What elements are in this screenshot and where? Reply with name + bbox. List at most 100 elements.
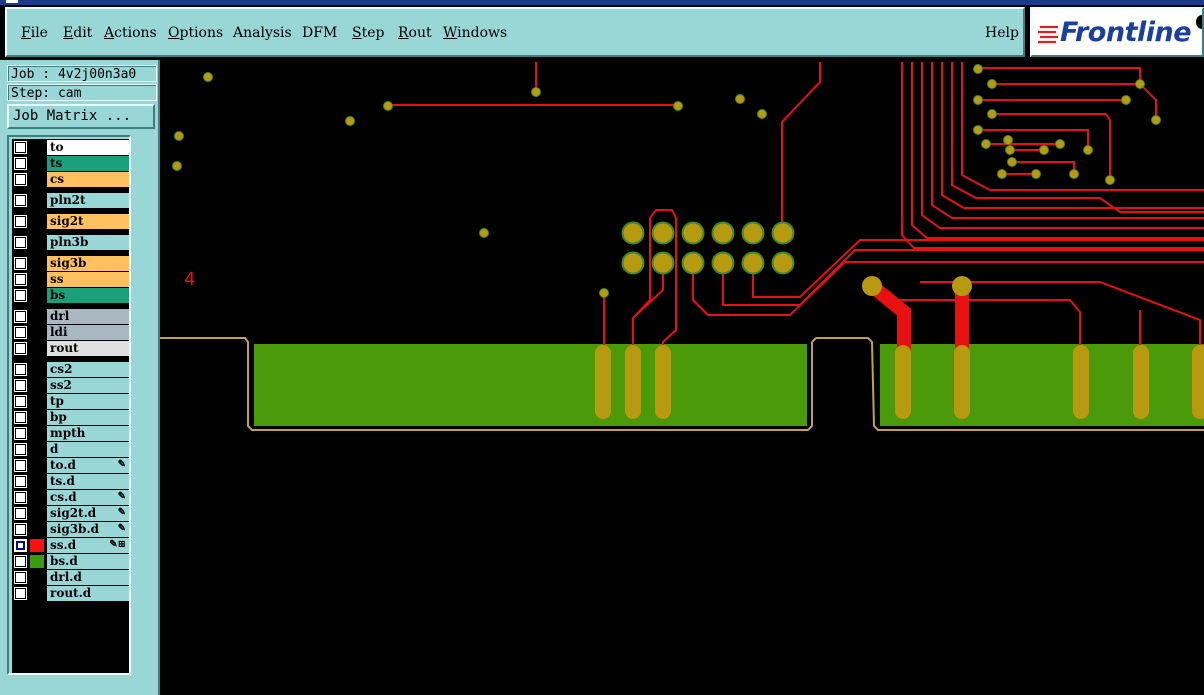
layer-name[interactable]: ldi [47, 325, 129, 340]
layer-name[interactable]: sig3b.d✎ [47, 522, 129, 537]
layer-row-bs-d[interactable]: bs.d [12, 554, 129, 569]
layer-row-ss[interactable]: ss [12, 272, 129, 287]
layer-checkbox[interactable] [15, 444, 26, 455]
layer-name[interactable]: sig2t [47, 214, 129, 229]
layer-row-rout[interactable]: rout [12, 341, 129, 356]
layer-name[interactable]: drl [47, 309, 129, 324]
via-5 [673, 101, 683, 111]
menu-options[interactable]: Options [168, 25, 224, 41]
layer-checkbox[interactable] [15, 588, 26, 599]
layer-name[interactable]: bs [47, 288, 129, 303]
layer-name[interactable]: ts [47, 156, 129, 171]
layer-checkbox[interactable] [15, 396, 26, 407]
layer-checkbox[interactable] [15, 195, 26, 206]
layer-row-ss2[interactable]: ss2 [12, 378, 129, 393]
layer-checkbox[interactable] [15, 476, 26, 487]
layer-row-sig3b[interactable]: sig3b [12, 256, 129, 271]
layer-name[interactable]: sig2t.d✎ [47, 506, 129, 521]
layer-checkbox[interactable] [15, 216, 26, 227]
layer-row-pln2t[interactable]: pln2t [12, 193, 129, 208]
layer-row-ts-d[interactable]: ts.d [12, 474, 129, 489]
graphic-canvas[interactable]: 4 [160, 60, 1204, 695]
layer-checkbox[interactable] [15, 428, 26, 439]
layer-row-sig2t-d[interactable]: sig2t.d✎ [12, 506, 129, 521]
layer-name[interactable]: rout.d [47, 586, 129, 601]
menu-windows[interactable]: Windows [443, 25, 508, 41]
menu-dfm[interactable]: DFM [302, 25, 338, 41]
layer-name[interactable]: ts.d [47, 474, 129, 489]
layer-checkbox[interactable] [15, 290, 26, 301]
layer-name[interactable]: rout [47, 341, 129, 356]
step-name-field[interactable]: Step: cam [7, 84, 157, 101]
job-matrix-button[interactable]: Job Matrix ... [7, 104, 155, 129]
layer-row-rout-d[interactable]: rout.d [12, 586, 129, 601]
board-fill-right [880, 344, 1204, 426]
layer-name[interactable]: cs [47, 172, 129, 187]
layer-name[interactable]: sig3b [47, 256, 129, 271]
layer-name[interactable]: to.d✎ [47, 458, 129, 473]
layer-row-bp[interactable]: bp [12, 410, 129, 425]
layer-checkbox[interactable] [15, 142, 26, 153]
layer-name[interactable]: cs2 [47, 362, 129, 377]
layer-row-ss-d[interactable]: ss.d✎⊞ [12, 538, 129, 553]
layer-checkbox[interactable] [15, 174, 26, 185]
layer-row-mpth[interactable]: mpth [12, 426, 129, 441]
menu-file[interactable]: File [21, 25, 48, 41]
layer-row-pln3b[interactable]: pln3b [12, 235, 129, 250]
menu-help[interactable]: Help [985, 25, 1019, 41]
layer-checkbox[interactable] [15, 364, 26, 375]
layer-name[interactable]: to [47, 140, 129, 155]
menu-actions[interactable]: Actions [104, 25, 157, 41]
menu-analysis[interactable]: Analysis [233, 25, 292, 41]
layer-row-ldi[interactable]: ldi [12, 325, 129, 340]
layer-name[interactable]: bp [47, 410, 129, 425]
layer-row-sig3b-d[interactable]: sig3b.d✎ [12, 522, 129, 537]
layer-row-drl-d[interactable]: drl.d [12, 570, 129, 585]
layer-checkbox[interactable] [15, 556, 26, 567]
menu-rout[interactable]: Rout [398, 25, 432, 41]
layer-row-d[interactable]: d [12, 442, 129, 457]
job-name-field[interactable]: Job : 4v2j00n3a0 [7, 65, 157, 82]
layer-checkbox[interactable] [15, 492, 26, 503]
layer-name[interactable]: cs.d✎ [47, 490, 129, 505]
layer-name[interactable]: d [47, 442, 129, 457]
layer-name[interactable]: pln3b [47, 235, 129, 250]
layer-name[interactable]: ss2 [47, 378, 129, 393]
layer-row-sig2t[interactable]: sig2t [12, 214, 129, 229]
layer-checkbox[interactable] [15, 380, 26, 391]
layer-name[interactable]: mpth [47, 426, 129, 441]
layer-name[interactable]: ss [47, 272, 129, 287]
menu-step[interactable]: Step [352, 25, 385, 41]
layer-row-bs[interactable]: bs [12, 288, 129, 303]
layer-checkbox[interactable] [15, 508, 26, 519]
layer-checkbox[interactable] [15, 540, 26, 551]
layer-name[interactable]: bs.d [47, 554, 129, 569]
menu-edit[interactable]: Edit [63, 25, 93, 41]
layer-row-tp[interactable]: tp [12, 394, 129, 409]
layer-checkbox[interactable] [15, 412, 26, 423]
layer-row-cs-d[interactable]: cs.d✎ [12, 490, 129, 505]
layer-name[interactable]: drl.d [47, 570, 129, 585]
layer-checkbox[interactable] [15, 327, 26, 338]
layer-row-to-d[interactable]: to.d✎ [12, 458, 129, 473]
layer-row-ts[interactable]: ts [12, 156, 129, 171]
layer-checkbox[interactable] [15, 258, 26, 269]
layer-checkbox[interactable] [15, 237, 26, 248]
layer-name[interactable]: ss.d✎⊞ [47, 538, 129, 553]
layer-row-cs[interactable]: cs [12, 172, 129, 187]
bga-pad-5-1 [741, 221, 765, 245]
layer-row-to[interactable]: to [12, 140, 129, 155]
layer-row-cs2[interactable]: cs2 [12, 362, 129, 377]
layer-checkbox[interactable] [15, 343, 26, 354]
layer-checkbox[interactable] [15, 274, 26, 285]
layer-checkbox[interactable] [15, 572, 26, 583]
layer-name[interactable]: pln2t [47, 193, 129, 208]
layer-color-swatch[interactable] [30, 539, 44, 552]
layer-checkbox[interactable] [15, 158, 26, 169]
layer-row-drl[interactable]: drl [12, 309, 129, 324]
layer-color-swatch[interactable] [30, 555, 44, 568]
layer-checkbox[interactable] [15, 311, 26, 322]
layer-checkbox[interactable] [15, 460, 26, 471]
layer-name[interactable]: tp [47, 394, 129, 409]
layer-checkbox[interactable] [15, 524, 26, 535]
